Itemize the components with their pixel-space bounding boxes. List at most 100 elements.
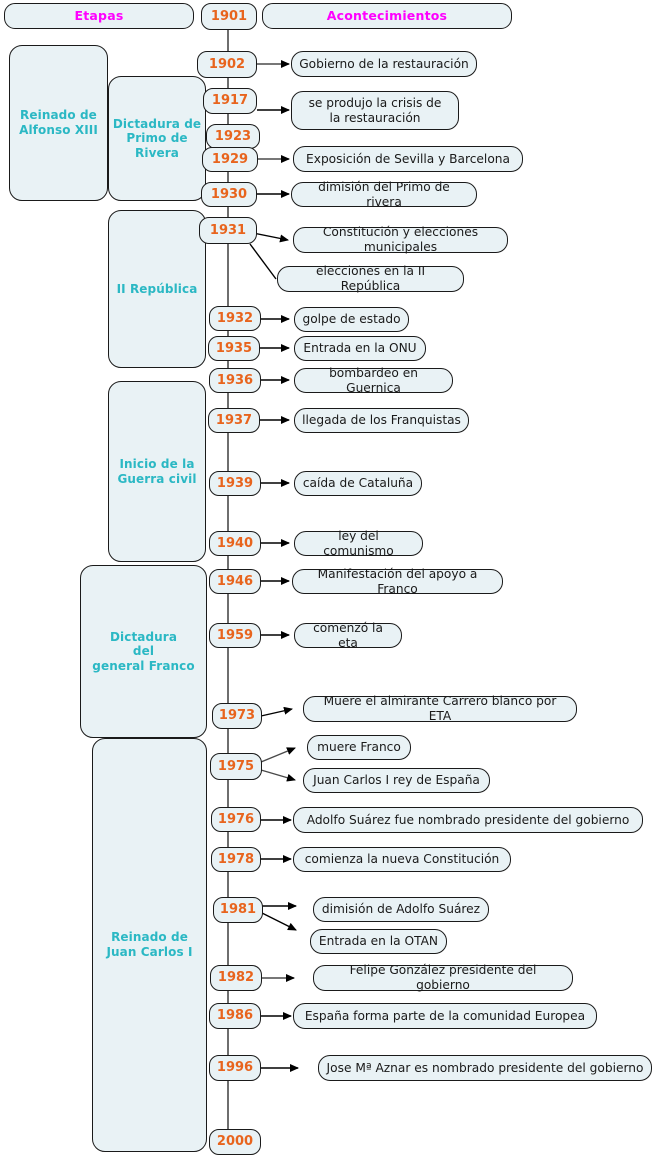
year-label: 1939 — [216, 475, 254, 491]
event-box[interactable]: llegada de los Franquistas — [294, 408, 469, 433]
event-box[interactable]: Felipe González presidente del gobierno — [313, 963, 573, 992]
event-label: Juan Carlos I rey de España — [313, 773, 480, 788]
event-box[interactable]: bombardeo en Guernica — [294, 365, 453, 395]
event-box[interactable]: Exposición de Sevilla y Barcelona — [293, 146, 523, 172]
stage-reinado-juan-carlos-i[interactable]: Reinado de Juan Carlos I — [92, 738, 207, 1152]
event-label: Felipe González presidente del gobierno — [349, 963, 537, 992]
year-label: 1996 — [216, 1060, 254, 1076]
event-box[interactable]: se produjo la crisis de la restauración — [291, 91, 459, 130]
stage-label-line1: Reinado de — [20, 108, 97, 123]
year-label: 1931 — [209, 222, 247, 238]
year-label: 1973 — [218, 708, 256, 724]
stage-label-line1: Reinado de — [111, 930, 188, 945]
year-node-1976[interactable]: 1976 — [211, 807, 261, 832]
year-node-1936[interactable]: 1936 — [209, 368, 261, 393]
event-label: bombardeo en Guernica — [329, 365, 418, 395]
year-node-1935[interactable]: 1935 — [208, 336, 260, 361]
year-node-1975[interactable]: 1975 — [210, 753, 262, 780]
event-label: Adolfo Suárez fue nombrado presidente de… — [306, 812, 630, 827]
year-node-1978[interactable]: 1978 — [211, 847, 261, 872]
stage-label-line1: Dictadura de — [112, 116, 202, 131]
event-box[interactable]: elecciones en la II República — [277, 264, 464, 293]
year-node-1929[interactable]: 1929 — [202, 147, 258, 172]
year-node-1932[interactable]: 1932 — [209, 306, 261, 331]
stage-label-line1: Dictadura — [109, 629, 178, 644]
year-node-1946[interactable]: 1946 — [209, 569, 261, 594]
event-box[interactable]: Entrada en la ONU — [294, 336, 426, 361]
year-label: 1902 — [208, 56, 246, 72]
event-box[interactable]: Muere el almirante Carrero blanco por ET… — [303, 694, 577, 723]
year-node-2000[interactable]: 2000 — [209, 1129, 261, 1155]
event-label: golpe de estado — [302, 312, 401, 327]
stage-label-line2: Guerra civil — [117, 471, 197, 486]
event-box[interactable]: comienza la nueva Constitución — [293, 847, 511, 872]
year-node-1923[interactable]: 1923 — [206, 124, 260, 149]
event-box[interactable]: caída de Cataluña — [294, 471, 422, 496]
event-box[interactable]: Jose Mª Aznar es nombrado presidente del… — [318, 1055, 652, 1081]
event-box[interactable]: golpe de estado — [294, 307, 409, 332]
year-node-1930[interactable]: 1930 — [201, 182, 257, 207]
event-box[interactable]: España forma parte de la comunidad Europ… — [293, 1003, 597, 1029]
year-label: 1930 — [210, 186, 248, 202]
stage-dictadura-primo-de-rivera[interactable]: Dictadura de Primo de Rivera — [108, 76, 206, 201]
event-label: llegada de los Franquistas — [302, 413, 461, 428]
year-node-1901[interactable]: 1901 — [201, 3, 257, 30]
event-box[interactable]: Gobierno de la restauración — [291, 51, 477, 77]
event-box[interactable]: muere Franco — [307, 735, 411, 760]
stage-label-line3: Rivera — [135, 145, 179, 160]
year-node-1940[interactable]: 1940 — [209, 531, 261, 556]
event-label: dimisión del Primo de rivera — [318, 179, 450, 209]
event-label-line2: la restauración — [329, 110, 421, 125]
event-label: Jose Mª Aznar es nombrado presidente del… — [326, 1060, 644, 1075]
year-node-1959[interactable]: 1959 — [209, 623, 261, 648]
year-label: 1932 — [216, 310, 254, 326]
year-label: 1981 — [219, 902, 257, 918]
year-label: 1975 — [217, 758, 255, 774]
event-box[interactable]: Manifestación del apoyo a Franco — [292, 566, 503, 596]
year-node-1973[interactable]: 1973 — [212, 703, 262, 729]
event-box[interactable]: Entrada en la OTAN — [310, 929, 447, 954]
year-node-1981[interactable]: 1981 — [213, 897, 263, 923]
event-label: comenzó la eta — [313, 620, 383, 650]
year-node-1902[interactable]: 1902 — [197, 51, 257, 78]
stage-label-line2: Juan Carlos I — [106, 945, 193, 959]
event-label: Exposición de Sevilla y Barcelona — [306, 151, 510, 166]
column-header-events-label: Acontecimientos — [326, 8, 448, 24]
event-label: Gobierno de la restauración — [299, 56, 469, 71]
stage-inicio-guerra-civil[interactable]: Inicio de la Guerra civil — [108, 381, 206, 562]
event-label: Manifestación del apoyo a Franco — [317, 566, 478, 596]
year-label: 1959 — [216, 627, 254, 643]
stage-label-line2: Primo de — [126, 131, 188, 146]
event-label: Muere el almirante Carrero blanco por ET… — [323, 694, 557, 723]
event-label: elecciones en la II República — [315, 264, 426, 293]
event-box[interactable]: Constitución y elecciones municipales — [293, 225, 508, 254]
event-box[interactable]: dimisión de Adolfo Suárez — [313, 897, 489, 922]
stage-dictadura-general-franco[interactable]: Dictadura del general Franco — [80, 565, 207, 738]
event-label: Entrada en la OTAN — [318, 934, 439, 949]
year-node-1937[interactable]: 1937 — [208, 408, 260, 433]
stage-reinado-alfonso-xiii[interactable]: Reinado de Alfonso XIII — [9, 45, 108, 201]
event-label: caída de Cataluña — [302, 476, 414, 491]
year-node-1986[interactable]: 1986 — [209, 1003, 261, 1029]
stage-label-line1: Inicio de la — [119, 456, 195, 471]
year-node-1939[interactable]: 1939 — [209, 471, 261, 496]
year-label: 1937 — [215, 412, 253, 428]
event-box[interactable]: Adolfo Suárez fue nombrado presidente de… — [293, 807, 643, 833]
event-box[interactable]: dimisión del Primo de rivera — [291, 179, 477, 209]
year-label: 1935 — [215, 340, 253, 356]
year-label: 1976 — [217, 811, 255, 827]
year-label: 1946 — [216, 573, 254, 589]
event-box[interactable]: Juan Carlos I rey de España — [303, 768, 490, 793]
year-label: 1986 — [216, 1008, 254, 1024]
event-label: muere Franco — [317, 740, 401, 755]
year-node-1982[interactable]: 1982 — [210, 965, 262, 991]
event-label-line1: se produjo la crisis de — [308, 95, 442, 110]
year-node-1996[interactable]: 1996 — [209, 1055, 261, 1081]
stage-ii-republica[interactable]: II República — [108, 210, 206, 368]
year-node-1931[interactable]: 1931 — [199, 217, 257, 244]
year-node-1917[interactable]: 1917 — [203, 88, 257, 114]
year-label: 1940 — [216, 535, 254, 551]
event-box[interactable]: ley del comunismo — [294, 529, 423, 558]
event-box[interactable]: comenzó la eta — [294, 620, 402, 650]
